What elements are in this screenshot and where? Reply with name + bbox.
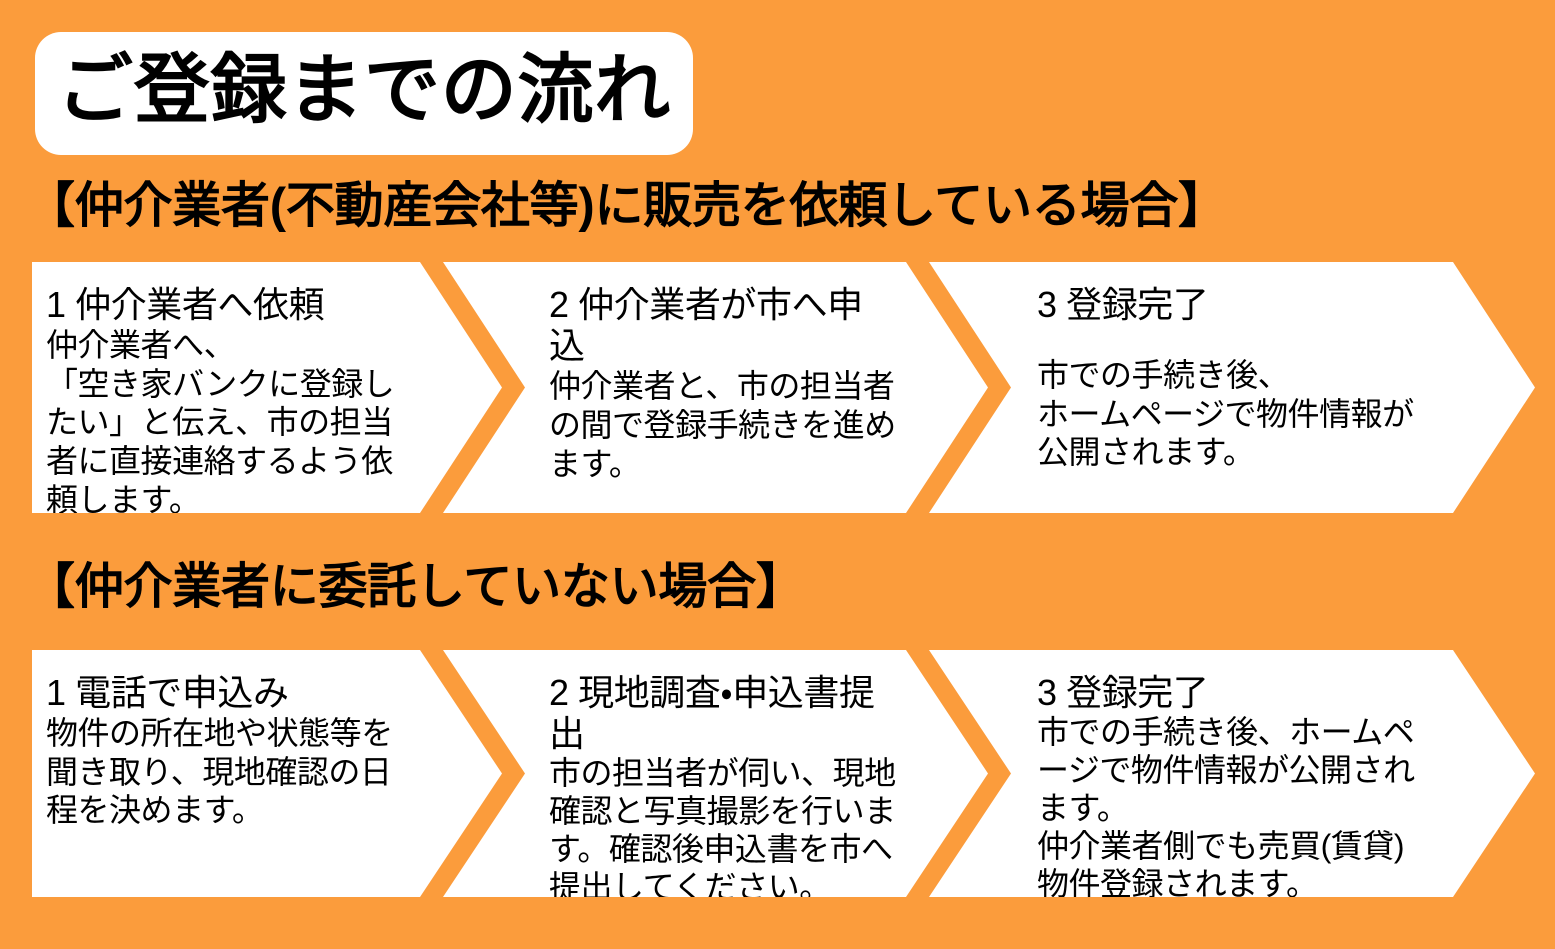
- flow-step-body: 物件の所在地や状態等を聞き取り、現地確認の日程を決めます。: [46, 715, 393, 829]
- flow-step-body: 仲介業者へ、 「空き家バンクに登録したい」と伝え、市の担当者に直接連絡するよう依…: [46, 327, 395, 518]
- flow-step-content: 3 登録完了 市での手続き後、ホームページで物件情報が公開されます。 仲介業者側…: [1037, 672, 1415, 887]
- flow-step-body: 市での手続き後、ホームページで物件情報が公開されます。 仲介業者側でも売買(賃貸…: [1037, 714, 1415, 902]
- flow-step-title: 2 現地調査・申込書提出: [549, 672, 875, 755]
- flow-step-3-brokered: 3 登録完了 市での手続き後、 ホームページで物件情報が公開されます。: [929, 262, 1535, 513]
- flow-step-content: 1 仲介業者へ依頼 仲介業者へ、 「空き家バンクに登録したい」と伝え、市の担当者…: [46, 284, 416, 503]
- section-header-direct: 【仲介業者に委託していない場合】: [26, 560, 805, 614]
- flow-step-content: 2 仲介業者が市へ申込 仲介業者と、市の担当者の間で登録手続きを進めます。: [549, 284, 896, 503]
- flow-step-body: 仲介業者と、市の担当者の間で登録手続きを進めます。: [549, 368, 896, 482]
- flow-step-body: 市の担当者が伺い、現地確認と写真撮影を行います。確認後申込書を市へ提出してくださ…: [549, 755, 896, 905]
- flow-step-content: 2 現地調査・申込書提出 市の担当者が伺い、現地確認と写真撮影を行います。確認後…: [549, 672, 896, 887]
- flow-step-2-direct: 2 現地調査・申込書提出 市の担当者が伺い、現地確認と写真撮影を行います。確認後…: [443, 650, 988, 897]
- flow-step-body: 市での手続き後、 ホームページで物件情報が公開されます。: [1037, 357, 1414, 471]
- flow-step-title: 1 仲介業者へ依頼: [46, 284, 325, 325]
- page-title: ご登録までの流れ: [56, 47, 672, 133]
- flow-step-content: 1 電話で申込み 物件の所在地や状態等を聞き取り、現地確認の日程を決めます。: [46, 672, 416, 887]
- flow-row-direct: 1 電話で申込み 物件の所在地や状態等を聞き取り、現地確認の日程を決めます。 2…: [0, 650, 1555, 897]
- flow-step-1-direct: 1 電話で申込み 物件の所在地や状態等を聞き取り、現地確認の日程を決めます。: [32, 650, 502, 897]
- page-title-box: ご登録までの流れ: [35, 32, 693, 155]
- flow-step-content: 3 登録完了 市での手続き後、 ホームページで物件情報が公開されます。: [1037, 284, 1415, 503]
- flow-step-title: 2 仲介業者が市へ申込: [549, 284, 863, 367]
- flow-step-title: 1 電話で申込み: [46, 672, 289, 713]
- flow-step-3-direct: 3 登録完了 市での手続き後、ホームページで物件情報が公開されます。 仲介業者側…: [929, 650, 1535, 897]
- flow-row-brokered: 1 仲介業者へ依頼 仲介業者へ、 「空き家バンクに登録したい」と伝え、市の担当者…: [0, 262, 1555, 513]
- flow-step-title: 3 登録完了: [1037, 672, 1209, 713]
- flow-step-title: 3 登録完了: [1037, 284, 1209, 325]
- flow-step-2-brokered: 2 仲介業者が市へ申込 仲介業者と、市の担当者の間で登録手続きを進めます。: [443, 262, 988, 513]
- section-header-brokered: 【仲介業者(不動産会社等)に販売を依頼している場合】: [26, 179, 1227, 233]
- flow-step-1-brokered: 1 仲介業者へ依頼 仲介業者へ、 「空き家バンクに登録したい」と伝え、市の担当者…: [32, 262, 502, 513]
